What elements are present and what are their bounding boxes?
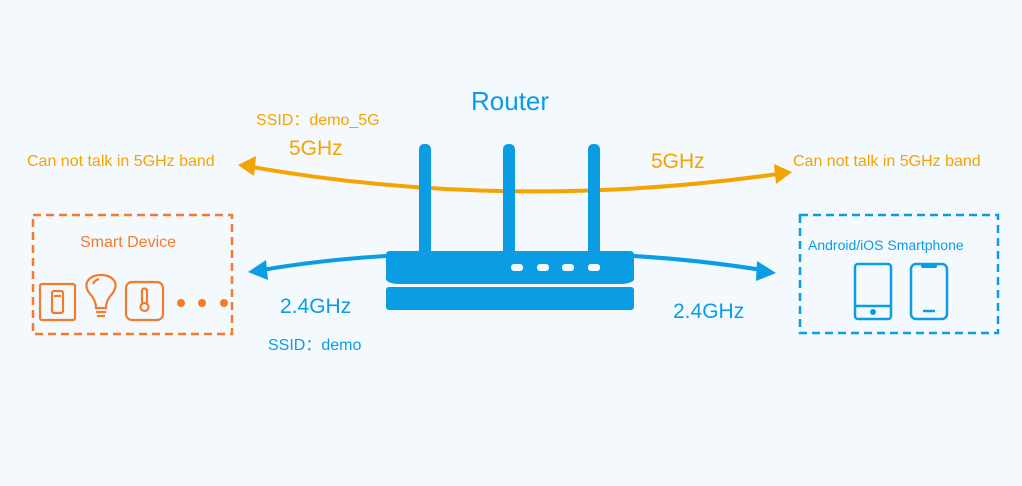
24ghz-left-label: 2.4GHz [280,295,352,318]
router-icon [386,144,634,310]
switch-icon [38,282,77,322]
thermometer-icon [124,280,165,322]
5ghz-right-note: Can not talk in 5GHz band [793,153,981,170]
android-phone-icon [853,262,893,321]
24ghz-left-arc [261,254,387,272]
router-title: Router [471,86,550,116]
5ghz-left-arrowhead [238,156,256,176]
5ghz-left-note: Can not talk in 5GHz band [27,153,215,170]
24ghz-right-label: 2.4GHz [673,300,745,323]
smart-device-title: Smart Device [80,234,177,251]
smart-device-box [31,213,234,336]
iphone-icon [909,262,949,321]
24ghz-left-arrowhead [248,260,268,280]
more-dots-icon [177,299,228,307]
24ghz-right-arrowhead [756,261,776,281]
smartphone-title: Android/iOS Smartphone [808,237,964,253]
ssid-5g-label: SSID：demo_5G [256,112,380,129]
5ghz-left-label: 5GHz [289,137,343,160]
smartphone-box [798,213,1000,335]
bulb-icon [85,273,117,318]
5ghz-right-label: 5GHz [651,150,705,173]
5ghz-right-arrowhead [774,164,792,184]
24ghz-right-arc [633,254,763,272]
ssid-24g-label: SSID：demo [268,337,362,354]
